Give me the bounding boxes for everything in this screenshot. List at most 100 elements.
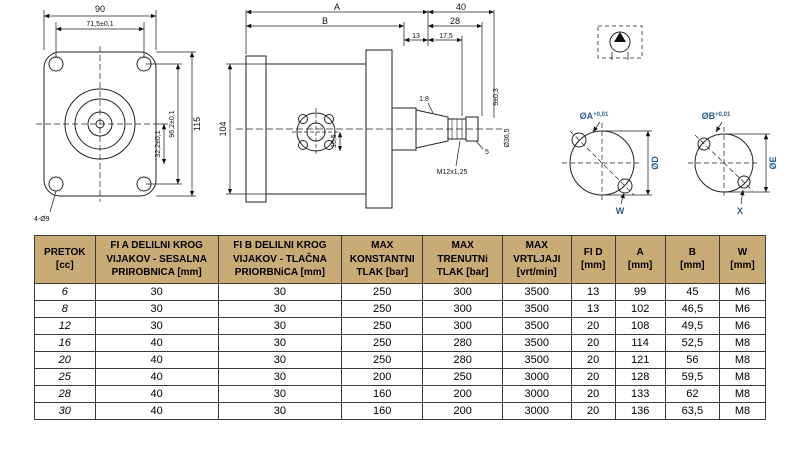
- dim-5: 5: [485, 149, 489, 156]
- dim-center-offset: 32,2±0,1: [155, 130, 162, 157]
- flow-cell: 12: [34, 316, 96, 335]
- dim-height-inner: 96,2±0,1: [169, 110, 176, 137]
- dim-9: 9±0,3: [493, 88, 500, 106]
- side-view: A 40 B 28 13 17,5 104 16,5 1:8 5 M12x1,2…: [218, 2, 511, 209]
- value-cell: 40: [94, 401, 219, 420]
- value-cell: 30: [217, 316, 343, 335]
- flange-a-od-label: ØD: [650, 156, 660, 170]
- value-cell: 13: [570, 299, 616, 318]
- flow-cell: 20: [34, 350, 96, 369]
- value-cell: 3500: [501, 350, 572, 369]
- taper-label: 1:8: [419, 96, 429, 103]
- value-cell: M8: [719, 401, 766, 420]
- flange-a-thread-label: W: [616, 206, 625, 216]
- value-cell: 30: [217, 384, 343, 403]
- value-cell: 62: [664, 384, 721, 403]
- value-cell: 46,5: [664, 299, 721, 318]
- value-cell: 250: [340, 350, 424, 369]
- value-cell: 30: [217, 350, 343, 369]
- value-cell: 160: [340, 384, 424, 403]
- flange-b-diameter-label: ØB+0,01: [702, 111, 731, 121]
- dim-36-5: Ø36,5: [504, 128, 511, 147]
- flow-cell: 28: [34, 384, 96, 403]
- dim-17-5: 17,5: [439, 33, 453, 40]
- value-cell: 121: [614, 350, 666, 369]
- value-cell: 63,5: [664, 401, 721, 420]
- value-cell: 3500: [501, 316, 572, 335]
- value-cell: 99: [614, 282, 666, 301]
- value-cell: 30: [94, 282, 219, 301]
- flow-cell: 6: [34, 282, 96, 301]
- value-cell: 250: [340, 316, 424, 335]
- value-cell: 3000: [501, 401, 572, 420]
- column-header: B[mm]: [664, 235, 721, 284]
- value-cell: M8: [719, 333, 766, 352]
- value-cell: 40: [94, 367, 219, 386]
- value-cell: 20: [570, 401, 616, 420]
- technical-drawing-area: 90 71,5±0,1 115 96,2±0,1 32,2±0,1 4-Ø9: [34, 2, 778, 223]
- flow-cell: 30: [34, 401, 96, 420]
- value-cell: 250: [340, 333, 424, 352]
- flow-cell: 16: [34, 333, 96, 352]
- value-cell: 3500: [501, 333, 572, 352]
- value-cell: 59,5: [664, 367, 721, 386]
- value-cell: 128: [614, 367, 666, 386]
- dim-a: A: [334, 2, 340, 12]
- value-cell: 52,5: [664, 333, 721, 352]
- value-cell: 3500: [501, 299, 572, 318]
- hole-callout: 4-Ø9: [34, 216, 50, 223]
- value-cell: M6: [719, 299, 766, 318]
- value-cell: 20: [570, 350, 616, 369]
- value-cell: M8: [719, 367, 766, 386]
- value-cell: 3000: [501, 367, 572, 386]
- value-cell: 30: [217, 367, 343, 386]
- value-cell: 300: [422, 316, 503, 335]
- value-cell: 20: [570, 384, 616, 403]
- value-cell: 13: [570, 282, 616, 301]
- dim-16-5: 16,5: [331, 134, 338, 148]
- value-cell: 300: [422, 282, 503, 301]
- flow-cell: 25: [34, 367, 96, 386]
- value-cell: 45: [664, 282, 721, 301]
- value-cell: 102: [614, 299, 666, 318]
- value-cell: 300: [422, 299, 503, 318]
- value-cell: 200: [340, 367, 424, 386]
- value-cell: 136: [614, 401, 666, 420]
- value-cell: 250: [340, 282, 424, 301]
- value-cell: 40: [94, 384, 219, 403]
- value-cell: 108: [614, 316, 666, 335]
- column-header: FI D[mm]: [570, 235, 616, 284]
- thread-label: M12x1,25: [437, 169, 468, 176]
- dim-40: 40: [456, 2, 466, 12]
- dim-width-inner: 71,5±0,1: [86, 21, 113, 28]
- hydraulic-pump-symbol-icon: [597, 25, 643, 60]
- value-cell: 20: [570, 316, 616, 335]
- column-header: A[mm]: [614, 235, 666, 284]
- value-cell: 20: [570, 367, 616, 386]
- value-cell: 30: [217, 299, 343, 318]
- flange-b-thread-label: X: [737, 206, 743, 216]
- value-cell: M6: [719, 282, 766, 301]
- value-cell: 133: [614, 384, 666, 403]
- value-cell: 250: [340, 299, 424, 318]
- value-cell: 30: [217, 401, 343, 420]
- value-cell: 30: [217, 333, 343, 352]
- flange-b-diagram: ØB+0,01 ØE X: [688, 111, 778, 216]
- flange-a-diameter-label: ØA+0,01: [580, 111, 609, 121]
- flange-a-diagram: ØA+0,01 ØD W: [562, 111, 660, 216]
- value-cell: M8: [719, 384, 766, 403]
- pump-technical-drawing: 90 71,5±0,1 115 96,2±0,1 32,2±0,1 4-Ø9: [34, 2, 778, 223]
